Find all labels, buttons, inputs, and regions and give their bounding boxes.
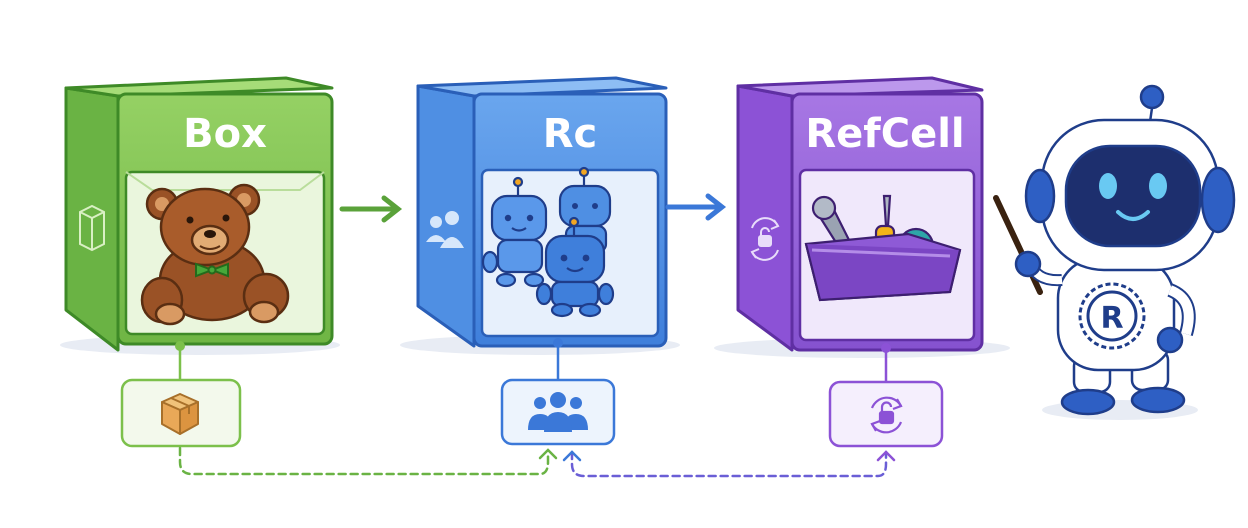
rc-card: Rc bbox=[400, 76, 680, 355]
refcell-card: RefCell bbox=[714, 76, 1010, 358]
robot-figures-illustration bbox=[481, 166, 615, 318]
rust-emblem-icon: R bbox=[1078, 282, 1146, 350]
group-icon bbox=[528, 392, 588, 432]
box-badge-group bbox=[120, 341, 242, 448]
rc-badge-group bbox=[500, 338, 616, 446]
refcell-top-face bbox=[736, 76, 984, 98]
rust-emblem-letter: R bbox=[1100, 301, 1123, 336]
arrowhead-into-rc-green bbox=[538, 448, 558, 460]
cube-outline-icon bbox=[79, 204, 105, 252]
robot-mascot: R bbox=[993, 84, 1236, 420]
people-icon bbox=[426, 211, 464, 248]
teddy-bear-illustration bbox=[140, 183, 290, 326]
toolbox-illustration bbox=[804, 194, 962, 302]
rc-top-face bbox=[416, 76, 668, 98]
arrow-box-to-rc bbox=[339, 195, 403, 223]
refcell-badge-group bbox=[828, 343, 944, 448]
dashed-line-rc-to-refcell bbox=[570, 450, 888, 478]
box-title: Box bbox=[183, 111, 267, 157]
box-card: Box bbox=[60, 76, 340, 355]
dashed-connectors bbox=[178, 446, 896, 478]
arrow-rc-to-refcell bbox=[665, 193, 727, 221]
unlock-cycle-badge-icon bbox=[870, 396, 903, 434]
rc-title: Rc bbox=[543, 111, 598, 157]
arrowhead-into-rc-blue bbox=[562, 450, 582, 462]
unlock-cycle-icon bbox=[750, 217, 780, 261]
cardboard-box-icon bbox=[161, 393, 199, 435]
arrowhead-into-refcell bbox=[876, 450, 896, 462]
refcell-title: RefCell bbox=[805, 111, 964, 157]
dashed-line-box-to-rc bbox=[178, 446, 550, 476]
box-top-face bbox=[64, 76, 334, 98]
